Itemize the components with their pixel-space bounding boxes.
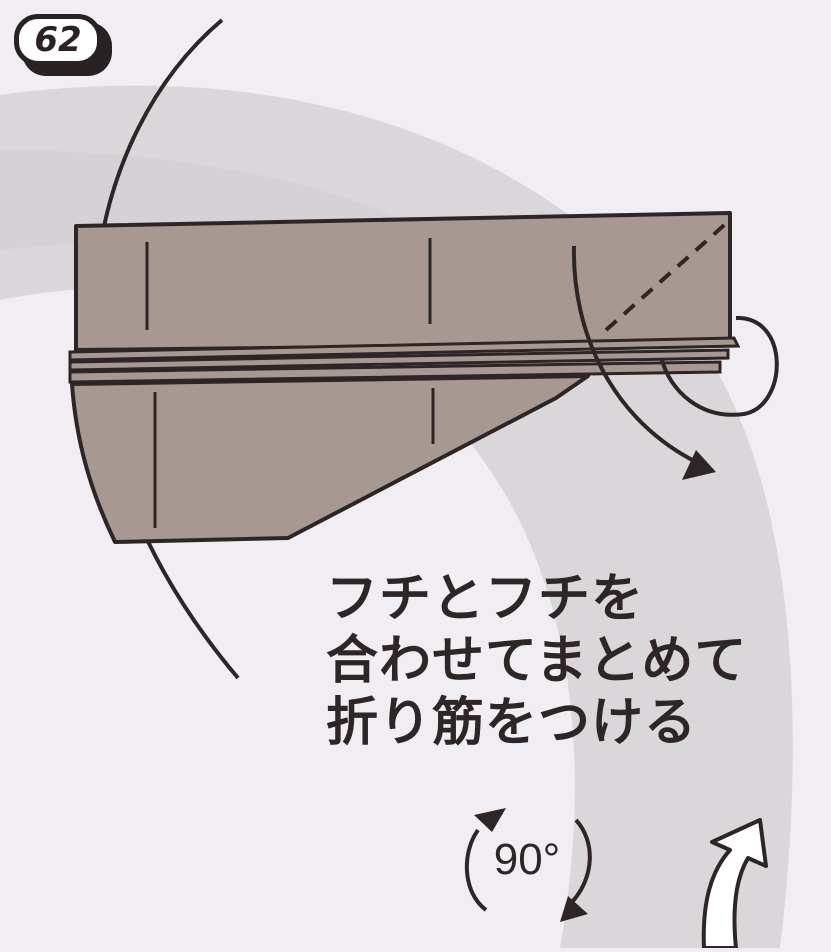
rotate-90-icon [464,828,488,912]
turn-over-arrow-icon [701,818,768,950]
paper-bottom-panel [70,374,590,544]
rotate-arrowhead [560,896,588,922]
fold-arrowhead [682,450,716,480]
instruction-line: 折り筋をつける [326,693,698,753]
instruction-line: フチとフチを [326,569,645,629]
paper-layer-2 [68,348,730,372]
rotate-arrowhead [474,808,506,832]
paper-layer-1 [68,336,741,362]
paper-layer-3 [68,360,722,384]
back-fold-arrow [660,315,779,417]
fold-arrow [571,245,701,466]
rotate-90-icon [570,818,592,904]
rotation-label: 90° [493,835,561,884]
instruction-line: 合わせてまとめて [326,631,748,691]
paper-top-panel [74,211,732,352]
instruction-text: フチとフチを 合わせてまとめて 折り筋をつける [326,568,826,754]
valley-fold-line [604,218,732,332]
step-number: 62 [14,14,102,66]
step-badge: 62 [14,14,114,78]
